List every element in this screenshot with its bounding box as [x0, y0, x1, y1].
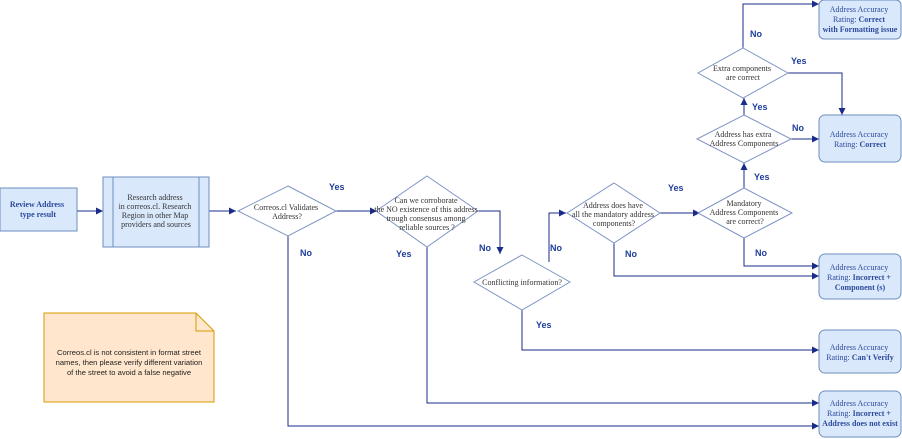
research-line: Region in other Map — [122, 211, 188, 220]
research-line: Research address — [127, 193, 182, 202]
edge-correct-no — [743, 238, 819, 270]
note-text: Correos.cl is not consistent in format s… — [55, 347, 203, 377]
label-no: No — [550, 243, 562, 253]
svg-text:Extra components are cor: Extra components are correct — [713, 64, 773, 82]
outcome-incorrect-not-exist: Address Accuracy Rating: Incorrect + Add… — [818, 390, 902, 438]
svg-text:Address Accuracy Rating:: Address Accuracy Rating: Incorrect + Com… — [827, 263, 893, 292]
label-yes: Yes — [752, 102, 768, 112]
svg-text:Address has extra Addres: Address has extra Address Components — [710, 130, 779, 148]
mandatory-correct-diamond: Mandatory Address Components are correct… — [696, 187, 794, 239]
label-no: No — [625, 249, 637, 259]
svg-text:Conflicting information?: Conflicting information? — [482, 278, 562, 287]
label-no: No — [755, 248, 767, 258]
review-address-box: Review Address type result — [0, 187, 78, 232]
svg-text:Correos.cl Validates Add: Correos.cl Validates Address? — [254, 203, 320, 221]
outcome-cant-verify: Address Accuracy Rating: Can't Verify — [818, 329, 902, 374]
edge-have-no — [613, 242, 819, 280]
edge-extra-correct-yes — [787, 72, 846, 115]
svg-text:Can we corroborate the N: Can we corroborate the NO existence of t… — [374, 196, 479, 232]
edge-labels: Yes No Yes No No No Yes No Yes No Yes Ye… — [300, 29, 807, 330]
review-line: Review Address — [10, 200, 64, 209]
edge-corroborate-yes — [426, 246, 819, 407]
extra-correct-diamond: Extra components are correct — [696, 47, 790, 99]
edge-validates-no — [287, 236, 819, 430]
outcome-incorrect-component: Address Accuracy Rating: Incorrect + Com… — [818, 253, 902, 300]
label-yes: Yes — [791, 56, 807, 66]
label-yes: Yes — [668, 183, 684, 193]
research-line: providers and sources — [121, 220, 191, 229]
svg-text:Address Accuracy Rating:: Address Accuracy Rating: Correct — [830, 130, 890, 149]
label-yes: Yes — [329, 182, 345, 192]
edge-extra-correct-no — [742, 0, 819, 48]
edge-corroborate-no — [478, 210, 504, 254]
label-no: No — [792, 123, 804, 133]
label-no: No — [479, 243, 491, 253]
svg-text:Mandatory Address Compon: Mandatory Address Components are correct… — [710, 199, 781, 226]
svg-text:Address Accuracy Rating:: Address Accuracy Rating: Can't Verify — [826, 343, 894, 362]
svg-text:Address Accuracy Rating:: Address Accuracy Rating: Correct with Fo… — [823, 5, 898, 34]
research-line: in correos.cl. Research — [119, 202, 192, 211]
svg-text:Address Accuracy Rating:: Address Accuracy Rating: Incorrect + Add… — [822, 399, 898, 428]
label-yes: Yes — [396, 249, 412, 259]
svg-text:Review Address type resu: Review Address type result — [10, 200, 66, 219]
label-no: No — [300, 248, 312, 258]
label-no: No — [750, 29, 762, 39]
extra-has-diamond: Address has extra Address Components — [695, 114, 793, 164]
edge-conflicting-yes — [521, 310, 819, 354]
conflicting-diamond: Conflicting information? — [472, 254, 572, 311]
research-address-box: Research address in correos.cl. Research… — [102, 176, 210, 248]
svg-text:Address does have all th: Address does have all the mandatory addr… — [572, 201, 656, 228]
corroborate-diamond: Can we corroborate the NO existence of t… — [374, 175, 479, 248]
svg-text:Research address in corr: Research address in correos.cl. Research… — [119, 193, 194, 229]
label-yes: Yes — [754, 172, 770, 182]
note-shape — [43, 312, 215, 403]
review-line: type result — [20, 210, 56, 219]
mandatory-have-diamond: Address does have all the mandatory addr… — [566, 182, 661, 244]
correos-validates-diamond: Correos.cl Validates Address? — [236, 185, 338, 237]
label-yes: Yes — [536, 320, 552, 330]
outcome-correct-formatting: Address Accuracy Rating: Correct with Fo… — [818, 0, 902, 40]
edge-conflicting-no — [548, 209, 566, 262]
outcome-correct: Address Accuracy Rating: Correct — [818, 114, 902, 163]
connectors — [77, 0, 846, 430]
